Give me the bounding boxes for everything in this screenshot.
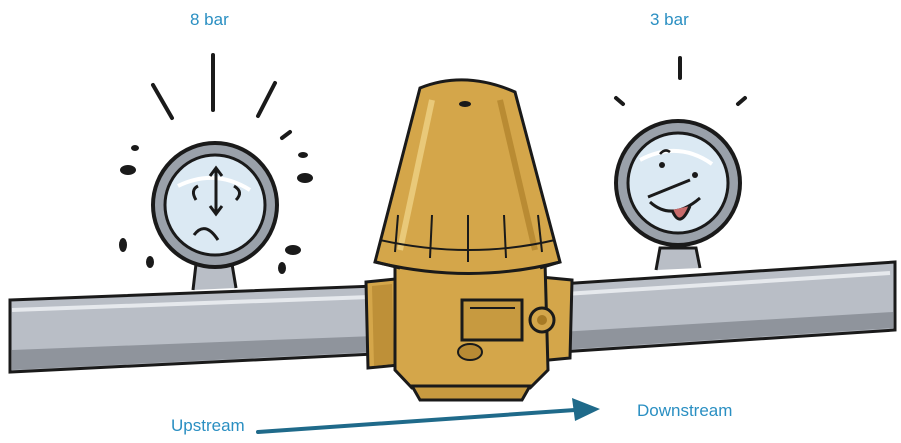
downstream-label: Downstream <box>637 401 733 420</box>
upstream-label: Upstream <box>171 416 245 435</box>
pressure-reducing-valve <box>364 78 574 402</box>
downstream-pressure-label: 3 bar <box>650 10 689 29</box>
stress-lines <box>151 53 292 140</box>
calm-lines <box>614 56 747 106</box>
downstream-pressure-gauge <box>614 119 742 271</box>
flow-direction-arrow <box>256 398 600 434</box>
upstream-pressure-label: 8 bar <box>190 10 229 29</box>
sweat-drops <box>119 145 313 274</box>
upstream-pressure-gauge <box>151 141 279 291</box>
